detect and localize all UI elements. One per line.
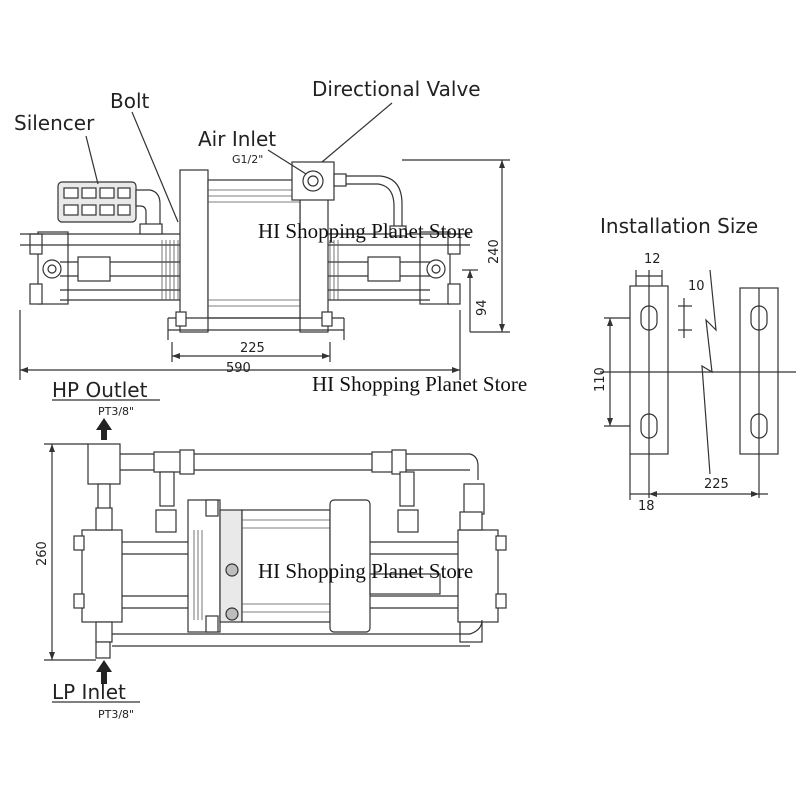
silencer-label: Silencer bbox=[14, 111, 95, 135]
air-inlet-label: Air Inlet bbox=[198, 127, 276, 151]
lp-inlet-thread: PT3/8" bbox=[98, 708, 134, 721]
hp-outlet-thread: PT3/8" bbox=[98, 405, 134, 418]
silencer-leader bbox=[85, 135, 99, 185]
dim-bracket-spacing: 225 bbox=[704, 477, 729, 492]
left-thread bbox=[161, 240, 179, 300]
dim-base-height: 94 bbox=[475, 299, 490, 316]
plan-left-thread bbox=[193, 530, 203, 620]
hp-outlet-label: HP Outlet bbox=[52, 378, 148, 402]
watermark-text: HI Shopping Planet Store bbox=[312, 372, 527, 396]
installation-size-title: Installation Size bbox=[600, 214, 758, 238]
installation-view bbox=[600, 269, 796, 500]
valve-leader bbox=[321, 102, 393, 163]
watermark-text: HI Shopping Planet Store bbox=[258, 559, 473, 583]
dim-slot-length: 10 bbox=[688, 279, 705, 294]
bolt-label: Bolt bbox=[110, 89, 150, 113]
air-inlet-thread: G1/2" bbox=[232, 153, 263, 166]
main-cylinder bbox=[167, 169, 345, 340]
plan-view bbox=[44, 399, 507, 703]
directional-valve-label: Directional Valve bbox=[312, 77, 481, 101]
dim-hole-spacing: 110 bbox=[593, 367, 608, 392]
left-hp-block bbox=[81, 529, 123, 623]
dim-height: 240 bbox=[487, 239, 502, 264]
lp-inlet-arrow bbox=[96, 660, 112, 684]
watermark-text: HI Shopping Planet Store bbox=[258, 219, 473, 243]
silencer-part bbox=[57, 181, 161, 229]
lp-inlet-label: LP Inlet bbox=[52, 680, 126, 704]
bolt-leader bbox=[131, 111, 179, 223]
dim-cylinder-length: 225 bbox=[240, 341, 265, 356]
hp-outlet-arrow bbox=[96, 418, 112, 440]
dim-total-length: 590 bbox=[226, 361, 251, 376]
front-elevation-view bbox=[19, 102, 510, 380]
dim-slot-width: 12 bbox=[644, 252, 661, 267]
dim-plan-depth: 260 bbox=[35, 541, 50, 566]
right-hp-block bbox=[457, 529, 499, 623]
dim-edge-offset: 18 bbox=[638, 499, 655, 514]
air-inlet-leader bbox=[267, 149, 307, 175]
directional-valve bbox=[291, 161, 407, 237]
